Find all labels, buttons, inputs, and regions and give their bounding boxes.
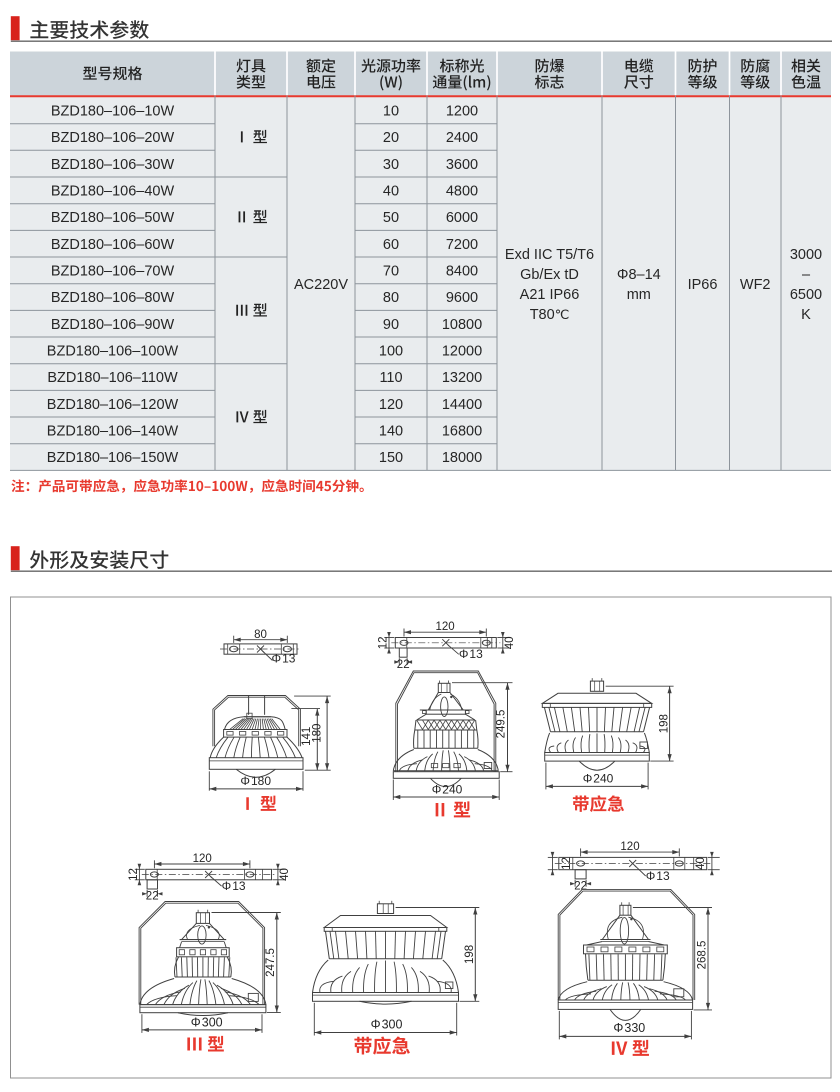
svg-text:16800: 16800 (442, 424, 482, 440)
svg-text:30: 30 (383, 157, 399, 173)
svg-text:120: 120 (193, 853, 212, 865)
svg-text:12000: 12000 (442, 344, 482, 360)
svg-text:1200: 1200 (446, 104, 478, 120)
svg-text:12: 12 (128, 868, 140, 881)
svg-text:198: 198 (464, 945, 476, 964)
svg-text:40: 40 (504, 636, 516, 649)
svg-text:20: 20 (383, 130, 399, 146)
svg-text:BZD180–106–120W: BZD180–106–120W (47, 397, 179, 413)
svg-text:AC220V: AC220V (294, 277, 348, 293)
svg-text:249.5: 249.5 (496, 710, 508, 739)
svg-text:3600: 3600 (446, 157, 478, 173)
svg-text:Φ 240: Φ 240 (432, 782, 463, 796)
svg-text:Gb/Ex tD: Gb/Ex tD (520, 267, 579, 283)
svg-text:Φ8–14: Φ8–14 (617, 267, 661, 283)
svg-text:50: 50 (383, 210, 399, 226)
svg-text:BZD180–106–110W: BZD180–106–110W (47, 370, 178, 386)
svg-text:BZD180–106–140W: BZD180–106–140W (47, 424, 179, 440)
svg-text:40: 40 (279, 868, 291, 881)
svg-text:90: 90 (383, 317, 399, 333)
svg-text:Φ 300: Φ 300 (191, 1016, 223, 1030)
svg-text:Φ 240: Φ 240 (583, 772, 614, 786)
svg-text:WF2: WF2 (740, 277, 771, 293)
svg-text:80: 80 (383, 290, 399, 306)
svg-text:Φ 13: Φ 13 (222, 879, 246, 893)
svg-text:BZD180–106–20W: BZD180–106–20W (51, 130, 175, 146)
svg-text:180: 180 (312, 724, 324, 743)
svg-text:120: 120 (620, 841, 639, 853)
svg-text:T80℃: T80℃ (530, 307, 570, 323)
svg-text:BZD180–106–40W: BZD180–106–40W (51, 184, 175, 200)
svg-text:150: 150 (379, 450, 403, 466)
svg-text:BZD180–106–10W: BZD180–106–10W (51, 104, 175, 120)
svg-text:BZD180–106–100W: BZD180–106–100W (47, 344, 179, 360)
svg-text:2400: 2400 (446, 130, 478, 146)
svg-text:BZD180–106–90W: BZD180–106–90W (51, 317, 175, 333)
svg-text:10: 10 (383, 104, 399, 120)
svg-text:BZD180–106–50W: BZD180–106–50W (51, 210, 175, 226)
svg-text:120: 120 (379, 397, 403, 413)
svg-text:70: 70 (383, 264, 399, 280)
svg-text:268.5: 268.5 (696, 941, 708, 970)
svg-text:141: 141 (301, 727, 313, 746)
svg-text:14400: 14400 (442, 397, 482, 413)
svg-text:8400: 8400 (446, 264, 478, 280)
svg-text:Φ 13: Φ 13 (459, 647, 483, 661)
svg-text:Φ 180: Φ 180 (240, 774, 271, 788)
svg-text:6000: 6000 (446, 210, 478, 226)
svg-text:3000: 3000 (790, 247, 822, 263)
svg-text:K: K (801, 307, 811, 323)
svg-text:80: 80 (254, 629, 267, 641)
svg-text:13200: 13200 (442, 370, 482, 386)
svg-text:BZD180–106–30W: BZD180–106–30W (51, 157, 175, 173)
svg-text:BZD180–106–70W: BZD180–106–70W (51, 264, 175, 280)
svg-text:BZD180–106–80W: BZD180–106–80W (51, 290, 175, 306)
svg-text:7200: 7200 (446, 237, 478, 253)
svg-text:22: 22 (146, 891, 159, 903)
svg-text:40: 40 (383, 184, 399, 200)
svg-text:247.5: 247.5 (265, 948, 277, 977)
svg-text:120: 120 (436, 621, 455, 633)
svg-text:12: 12 (378, 636, 390, 649)
svg-text:100: 100 (379, 344, 403, 360)
svg-text:IP66: IP66 (688, 277, 718, 293)
svg-text:6500: 6500 (790, 287, 822, 303)
svg-text:22: 22 (397, 659, 410, 671)
svg-text:110: 110 (379, 370, 402, 386)
svg-text:BZD180–106–150W: BZD180–106–150W (47, 450, 179, 466)
svg-text:Φ 13: Φ 13 (272, 651, 296, 665)
svg-text:Exd IIC T5/T6: Exd IIC T5/T6 (505, 247, 594, 263)
svg-text:60: 60 (383, 237, 399, 253)
svg-text:10800: 10800 (442, 317, 482, 333)
svg-text:12: 12 (561, 857, 573, 870)
svg-text:Φ 330: Φ 330 (613, 1021, 645, 1035)
svg-text:198: 198 (658, 714, 670, 733)
svg-text:4800: 4800 (446, 184, 478, 200)
svg-text:Φ 13: Φ 13 (646, 869, 670, 883)
svg-text:18000: 18000 (442, 450, 482, 466)
svg-text:–: – (802, 267, 811, 283)
svg-text:A21 IP66: A21 IP66 (520, 287, 580, 303)
svg-text:140: 140 (379, 424, 403, 440)
svg-text:BZD180–106–60W: BZD180–106–60W (51, 237, 175, 253)
svg-text:40: 40 (695, 857, 707, 870)
svg-text:9600: 9600 (446, 290, 478, 306)
svg-text:mm: mm (627, 287, 651, 303)
svg-text:Φ 300: Φ 300 (371, 1018, 403, 1032)
